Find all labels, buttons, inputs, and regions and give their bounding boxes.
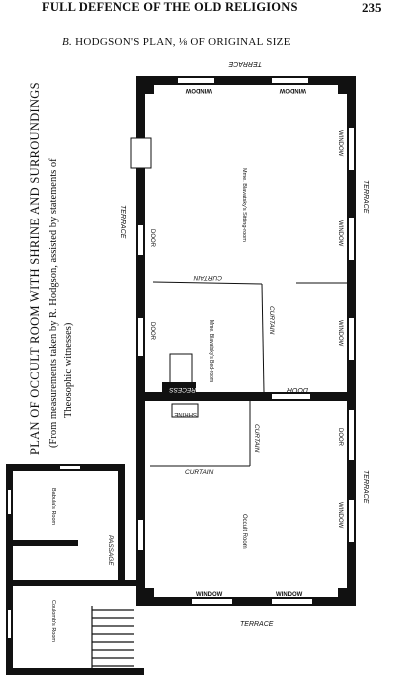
wall-bottom [136, 597, 356, 606]
window-right-1-label: WINDOW [337, 130, 343, 157]
window-bottom-1-label: WINDOW [196, 592, 223, 598]
caption-prefix: B. [62, 36, 73, 48]
terrace-left-label: TERRACE [119, 205, 126, 239]
running-head: FULL DEFENCE OF THE OLD RELIGIONS 235 [0, 0, 406, 20]
sitting-room-label: Mme. Blavatsky's Sitting-room [241, 168, 247, 242]
top-windows [130, 78, 308, 169]
middle-door-gap [272, 394, 310, 399]
curtains [150, 281, 347, 467]
shrine-label: SHRINE [174, 411, 197, 417]
terrace-right-upper-label: TERRACE [362, 180, 369, 214]
window-right-4-label: WINDOW [337, 502, 343, 529]
passage-label: PASSAGE [107, 535, 114, 566]
curtain-1-label: CURTAIN [193, 274, 222, 281]
recess-label: RECESS [169, 386, 196, 393]
plan-caption: B. HODGSON'S PLAN, ⅛ OF ORIGINAL SIZE [62, 36, 291, 48]
left-doors [138, 225, 143, 550]
terrace-right-lower-label: TERRACE [362, 470, 369, 504]
window-top-1-label: WINDOW [185, 87, 212, 93]
annex-gaps [8, 466, 80, 638]
running-title: FULL DEFENCE OF THE OLD RELIGIONS [42, 0, 298, 14]
terrace-bottom-label: TERRACE [240, 621, 274, 628]
door-left-1-label: DOOR [149, 229, 155, 248]
curtain-4-label: CURTAIN [185, 469, 214, 476]
door-centre-label: DOOR [287, 386, 308, 393]
wall-middle [136, 392, 356, 401]
babula-room-label: Babula's Room [50, 488, 56, 526]
staircase [91, 606, 134, 668]
occult-room-label: Occult Room [241, 514, 247, 549]
bedroom-label: Mme. Blavatsky's Bed-room [208, 320, 214, 382]
window-right-2-label: WINDOW [337, 220, 343, 247]
coulomb-room-label: Coulomb's Room [50, 600, 56, 642]
window-right-3-label: WINDOW [337, 320, 343, 347]
door-left-2-label: DOOR [149, 322, 155, 341]
door-right-label: DOOR [337, 428, 343, 447]
window-top-2-label: WINDOW [279, 87, 306, 93]
wall-top [136, 76, 356, 85]
right-windows [349, 128, 354, 542]
caption-text: HODGSON'S PLAN, ⅛ OF ORIGINAL SIZE [75, 36, 291, 48]
shrine-block [162, 353, 199, 418]
curtain-3-label: CURTAIN [253, 424, 260, 453]
page-number: 235 [362, 0, 382, 15]
annex-walls [6, 464, 145, 675]
curtain-2-label: CURTAIN [268, 306, 275, 335]
window-bottom-2-label: WINDOW [276, 592, 303, 598]
bottom-windows [192, 599, 312, 604]
terrace-top-label: TERRACE [228, 60, 262, 67]
